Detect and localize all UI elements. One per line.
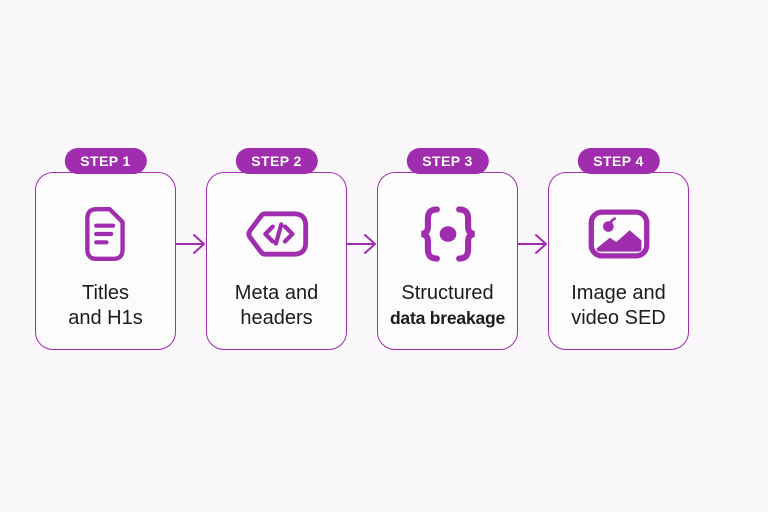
arrow-right-icon xyxy=(347,232,377,256)
step-card-3: STEP 3 Structured data breakage xyxy=(377,148,518,350)
document-icon xyxy=(81,203,131,265)
step-card-4: STEP 4 Image and video SED xyxy=(548,148,689,350)
step-1-badge: STEP 1 xyxy=(64,148,147,174)
structured-data-braces-icon xyxy=(411,203,485,265)
code-tag-icon xyxy=(243,203,311,265)
steps-flow-row: STEP 1 Titles and H1s STEP 2 xyxy=(35,148,689,350)
step-4-badge: STEP 4 xyxy=(577,148,660,174)
step-3-label: Structured data breakage xyxy=(389,282,506,328)
step-card-2: STEP 2 Meta and headers xyxy=(206,148,347,350)
step-3-badge: STEP 3 xyxy=(406,148,489,174)
arrow-right-icon xyxy=(176,232,206,256)
step-4-label: Image and video SED xyxy=(571,282,666,329)
step-1-label: Titles and H1s xyxy=(68,282,143,329)
step-2-badge: STEP 2 xyxy=(235,148,318,174)
step-card-1: STEP 1 Titles and H1s xyxy=(35,148,176,350)
step-2-label: Meta and headers xyxy=(234,282,319,329)
arrow-right-icon xyxy=(518,232,548,256)
image-photo-icon xyxy=(587,203,651,265)
